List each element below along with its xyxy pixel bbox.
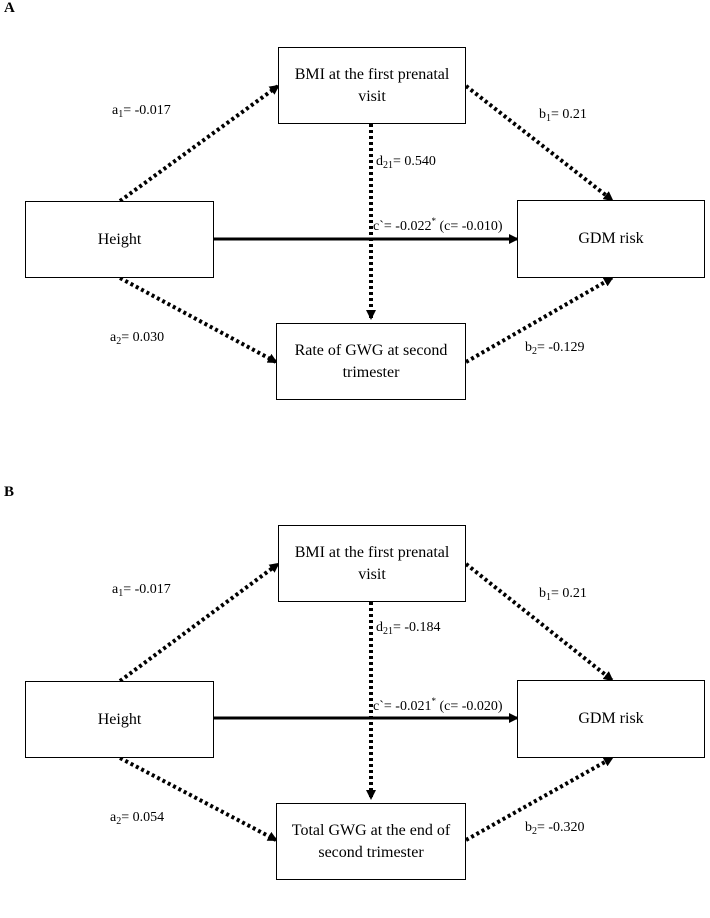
node-height-label: Height xyxy=(97,230,142,248)
node-gdm-label: GDM risk xyxy=(578,230,644,247)
label-c: c`= -0.022* (c= -0.010) xyxy=(373,216,503,234)
edge-height-to-mediator2 xyxy=(119,276,278,364)
node-mediator2-label: Total GWG at the end of second trimester xyxy=(291,821,451,861)
edge-height-to-mediator2 xyxy=(119,756,278,842)
panel-b: B BMI at the first prenatal visit Height… xyxy=(0,478,710,918)
panel-b-edges xyxy=(118,562,614,842)
node-bmi-label: BMI at the first prenatal visit xyxy=(294,543,450,583)
node-mediator2: Total GWG at the end of second trimester xyxy=(276,803,466,880)
node-height: Height xyxy=(25,681,214,758)
node-gdm-label: GDM risk xyxy=(578,710,644,727)
edge-height-to-bmi xyxy=(118,84,280,203)
node-mediator2: Rate of GWG at second trimester xyxy=(276,323,466,400)
label-c: c`= -0.021* (c= -0.020) xyxy=(373,696,503,714)
node-gdm: GDM risk xyxy=(517,680,705,758)
node-bmi: BMI at the first prenatal visit xyxy=(278,525,466,602)
label-d21: d21= -0.184 xyxy=(376,620,441,637)
edge-mediator2-to-gdm xyxy=(465,756,614,842)
node-gdm: GDM risk xyxy=(517,200,705,278)
label-a2: a2= 0.030 xyxy=(110,330,165,347)
label-b2: b2= -0.129 xyxy=(525,340,585,357)
label-a1: a1= -0.017 xyxy=(112,103,171,120)
label-a2: a2= 0.054 xyxy=(110,810,165,827)
panel-letter: B xyxy=(4,484,15,500)
label-d21: d21= 0.540 xyxy=(376,154,436,171)
label-b1: b1= 0.21 xyxy=(539,586,587,603)
edge-height-to-bmi xyxy=(118,562,280,683)
node-bmi-label: BMI at the first prenatal visit xyxy=(294,65,450,105)
panel-letter: A xyxy=(4,0,15,16)
label-b2: b2= -0.320 xyxy=(525,820,585,837)
edge-mediator2-to-gdm xyxy=(465,276,614,364)
panel-a: A BMI at the first prenatal visit Height… xyxy=(0,0,710,440)
node-height-label: Height xyxy=(97,710,142,728)
node-bmi: BMI at the first prenatal visit xyxy=(278,47,466,124)
edge-bmi-to-gdm xyxy=(464,84,614,202)
label-b1: b1= 0.21 xyxy=(539,107,587,124)
label-a1: a1= -0.017 xyxy=(112,582,171,599)
node-mediator2-label: Rate of GWG at second trimester xyxy=(294,341,448,381)
node-height: Height xyxy=(25,201,214,278)
edge-bmi-to-gdm xyxy=(464,562,614,682)
panel-a-edges xyxy=(118,84,614,364)
